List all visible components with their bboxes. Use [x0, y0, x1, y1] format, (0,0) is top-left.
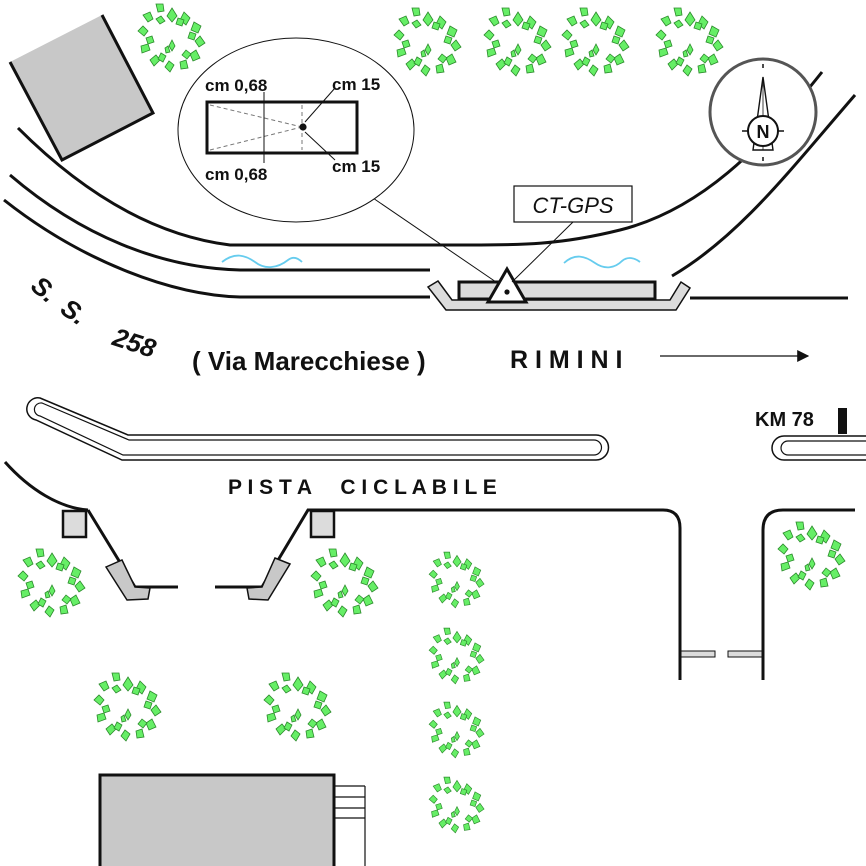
road-edge-outer	[3, 198, 430, 299]
road-label-ss-1: S.	[26, 270, 64, 309]
detail-label-bottom-left: cm 0,68	[205, 165, 267, 184]
detail-point	[299, 123, 307, 131]
road-edge-inner	[16, 71, 824, 247]
building-top-left	[10, 15, 153, 160]
road-name: ( Via Marecchiese )	[192, 346, 426, 376]
tree-icon	[428, 551, 485, 609]
tree-icon	[428, 701, 485, 759]
tree-icon	[137, 3, 206, 73]
building-bottom	[98, 773, 336, 866]
water-wave-icon	[563, 255, 641, 269]
side-street-left-edge	[662, 508, 682, 680]
tree-icon	[17, 548, 86, 618]
driveway-left	[86, 509, 178, 589]
barrier	[680, 650, 716, 658]
gate-post-left	[61, 509, 88, 539]
tree-icon	[393, 7, 462, 77]
tree-icon	[93, 672, 162, 742]
detail-label-bottom-right: cm 15	[332, 157, 380, 176]
road-label-ss-2: S.	[55, 292, 92, 331]
detail-slab	[205, 100, 359, 155]
lower-road-edge-left	[3, 461, 89, 512]
right-island	[771, 435, 866, 461]
compass-north-label: N	[757, 122, 770, 142]
tree-icon	[428, 776, 485, 834]
direction-label: R I M I N I	[510, 346, 623, 374]
leader-line	[511, 221, 574, 283]
road-edge-right	[671, 94, 857, 278]
detail-label-top-right: cm 15	[332, 75, 380, 94]
road-number: 258	[108, 321, 160, 363]
wing-wall-right	[246, 557, 292, 601]
station-label-box	[513, 185, 633, 223]
tree-icon	[428, 627, 485, 685]
cycle-path-island	[26, 397, 610, 461]
detail-label-top-left: cm 0,68	[205, 76, 267, 95]
tree-icon	[655, 7, 724, 77]
driveway-right	[215, 508, 663, 589]
station-label: CT-GPS	[532, 193, 613, 218]
km-marker-post	[838, 408, 847, 434]
leader-line	[369, 195, 497, 283]
building-top-left-outline	[8, 14, 156, 163]
wing-wall-left	[104, 559, 151, 601]
compass-icon: N	[708, 57, 818, 167]
tree-icon	[263, 672, 332, 742]
side-street-right-edge	[761, 508, 855, 680]
tree-icon	[777, 521, 846, 591]
station-marker-icon	[485, 265, 529, 304]
tree-icon	[561, 7, 630, 77]
barrier	[727, 650, 763, 658]
water-wave-icon	[221, 254, 303, 268]
gate-post-right	[309, 509, 336, 539]
km-marker-label: KM 78	[755, 409, 814, 431]
tree-icon	[310, 548, 379, 618]
road-edge-mid	[9, 173, 430, 272]
tree-icon	[483, 7, 552, 77]
channel-slab	[457, 280, 657, 301]
building-stairs	[334, 785, 366, 866]
cycle-path-label: P I S T A C I C L A B I L E	[228, 476, 497, 499]
